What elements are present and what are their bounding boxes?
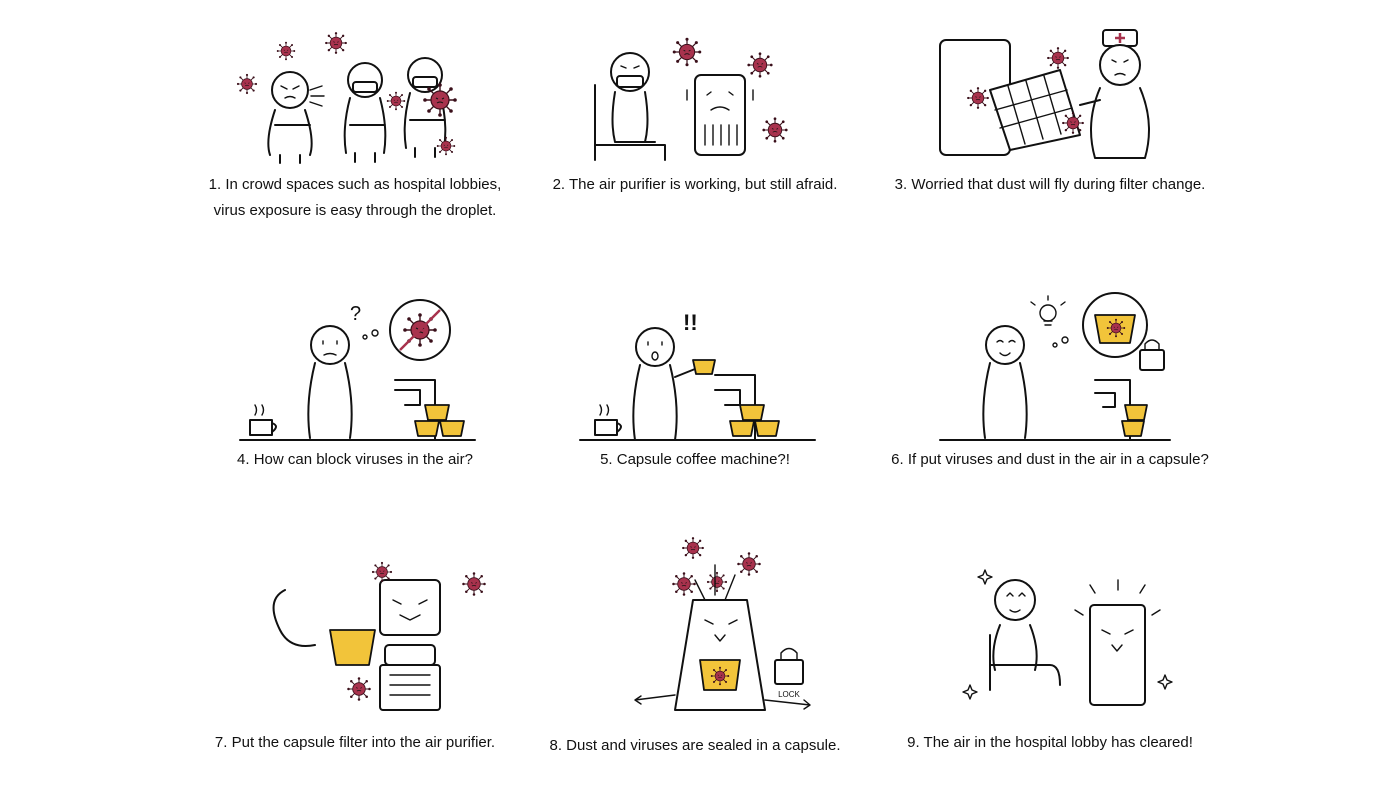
panel-6: 6. If put viruses and dust in the air in…	[880, 292, 1220, 473]
panel-1: 1. In crowd spaces such as hospital lobb…	[185, 30, 525, 224]
lightbulb-icon	[1030, 295, 1066, 326]
capsule-filter	[329, 629, 376, 666]
panel-caption: 2. The air purifier is working, but stil…	[525, 172, 865, 198]
caption-line: 6. If put viruses and dust in the air in…	[891, 451, 1209, 468]
filter-change-illustration	[939, 29, 1150, 159]
crowd-lobby-illustration	[236, 31, 458, 164]
sparkle-icon	[1157, 674, 1173, 690]
virus-icon	[1046, 46, 1070, 70]
panel-caption: 8. Dust and viruses are sealed in a caps…	[525, 733, 865, 759]
panel-3: 3. Worried that dust will fly during fil…	[880, 29, 1220, 198]
virus-icon	[672, 37, 702, 67]
coughing-person	[267, 71, 325, 164]
panel-caption: 5. Capsule coffee machine?!	[525, 447, 865, 473]
sparkle-icon	[962, 684, 978, 700]
virus-icon	[346, 676, 372, 702]
relieved-person	[989, 579, 1061, 691]
capsule-stack	[1121, 404, 1148, 437]
panel-caption: 3. Worried that dust will fly during fil…	[880, 172, 1220, 198]
sparkle-icon	[977, 569, 993, 585]
caption-line: 2. The air purifier is working, but stil…	[552, 176, 838, 193]
happy-person	[982, 325, 1028, 439]
sealed-capsule-illustration: LOCK	[634, 536, 811, 711]
virus-icon	[1106, 318, 1126, 338]
virus-icon	[671, 571, 697, 597]
hand	[272, 589, 316, 647]
afraid-person	[594, 52, 666, 161]
exclamation-mark: !!	[683, 310, 698, 335]
virus-icon	[386, 91, 406, 111]
caption-line: 5. Capsule coffee machine?!	[600, 451, 790, 468]
question-mark: ?	[350, 303, 361, 325]
virus-icon	[746, 51, 774, 79]
capsule-bubble	[1082, 292, 1148, 358]
filter-grid	[989, 69, 1081, 151]
cleared-air-illustration	[962, 569, 1173, 706]
panel-2: 2. The air purifier is working, but stil…	[525, 30, 865, 198]
coffee-cup	[249, 404, 277, 436]
insert-capsule-illustration	[272, 561, 487, 711]
panel-caption: 4. How can block viruses in the air?	[185, 447, 525, 473]
virus-icon	[236, 73, 258, 95]
capsule-stack	[729, 404, 780, 437]
capsule-machine-illustration: !!	[579, 310, 816, 441]
happy-purifier	[1089, 604, 1146, 706]
caption-line: 9. The air in the hospital lobby has cle…	[907, 734, 1193, 751]
panel-9: 9. The air in the hospital lobby has cle…	[880, 560, 1220, 756]
masked-person-2	[403, 57, 447, 158]
panel-caption: 6. If put viruses and dust in the air in…	[880, 447, 1220, 473]
caption-line: 1. In crowd spaces such as hospital lobb…	[208, 176, 502, 193]
virus-icon	[324, 31, 348, 55]
panel-8: LOCK 8. Dust and viruses are sealed in a…	[525, 535, 865, 759]
virus-icon	[422, 82, 458, 118]
thinking-person: ?	[307, 303, 361, 439]
air-purifier-illustration	[594, 37, 789, 161]
virus-icon	[736, 551, 762, 577]
virus-icon	[761, 116, 789, 144]
lock-label: LOCK	[778, 690, 800, 699]
lock-icon: LOCK	[774, 647, 804, 699]
panel-7: 7. Put the capsule filter into the air p…	[185, 560, 525, 756]
virus-icon	[276, 41, 296, 61]
thinking-illustration: ?	[239, 299, 476, 441]
nurse	[1079, 29, 1150, 159]
caption-line: 8. Dust and viruses are sealed in a caps…	[549, 737, 841, 754]
panel-5: !! 5. Capsule coffee machine?!	[525, 295, 865, 473]
panel-caption: 9. The air in the hospital lobby has cle…	[880, 730, 1220, 756]
virus-icon	[966, 86, 990, 110]
virus-icon	[461, 571, 487, 597]
virus-icon	[1061, 111, 1085, 135]
virus-icon	[371, 561, 393, 583]
virus-icon	[436, 136, 456, 156]
surprised-person: !!	[632, 310, 701, 441]
blocked-virus-bubble	[389, 299, 451, 361]
panel-4: ? 4. How can block viruses in the air?	[185, 295, 525, 473]
air-purifier-tower	[674, 599, 766, 711]
lock-icon	[1139, 339, 1165, 371]
capsule-stack	[414, 404, 465, 437]
virus-icon	[710, 666, 730, 686]
capsule-icon	[692, 359, 716, 375]
virus-icon	[706, 571, 728, 593]
idea-illustration	[939, 292, 1171, 441]
panel-caption: 7. Put the capsule filter into the air p…	[185, 730, 525, 756]
caption-line: 4. How can block viruses in the air?	[237, 451, 473, 468]
masked-person-1	[343, 62, 387, 163]
virus-icon	[681, 536, 705, 560]
caption-line: 3. Worried that dust will fly during fil…	[894, 176, 1206, 193]
caption-line: 7. Put the capsule filter into the air p…	[214, 734, 496, 751]
air-purifier	[686, 74, 754, 156]
coffee-cup	[594, 404, 622, 436]
air-purifier	[379, 579, 441, 711]
panel-caption: 1. In crowd spaces such as hospital lobb…	[185, 172, 525, 224]
caption-line: virus exposure is easy through the dropl…	[213, 202, 497, 219]
